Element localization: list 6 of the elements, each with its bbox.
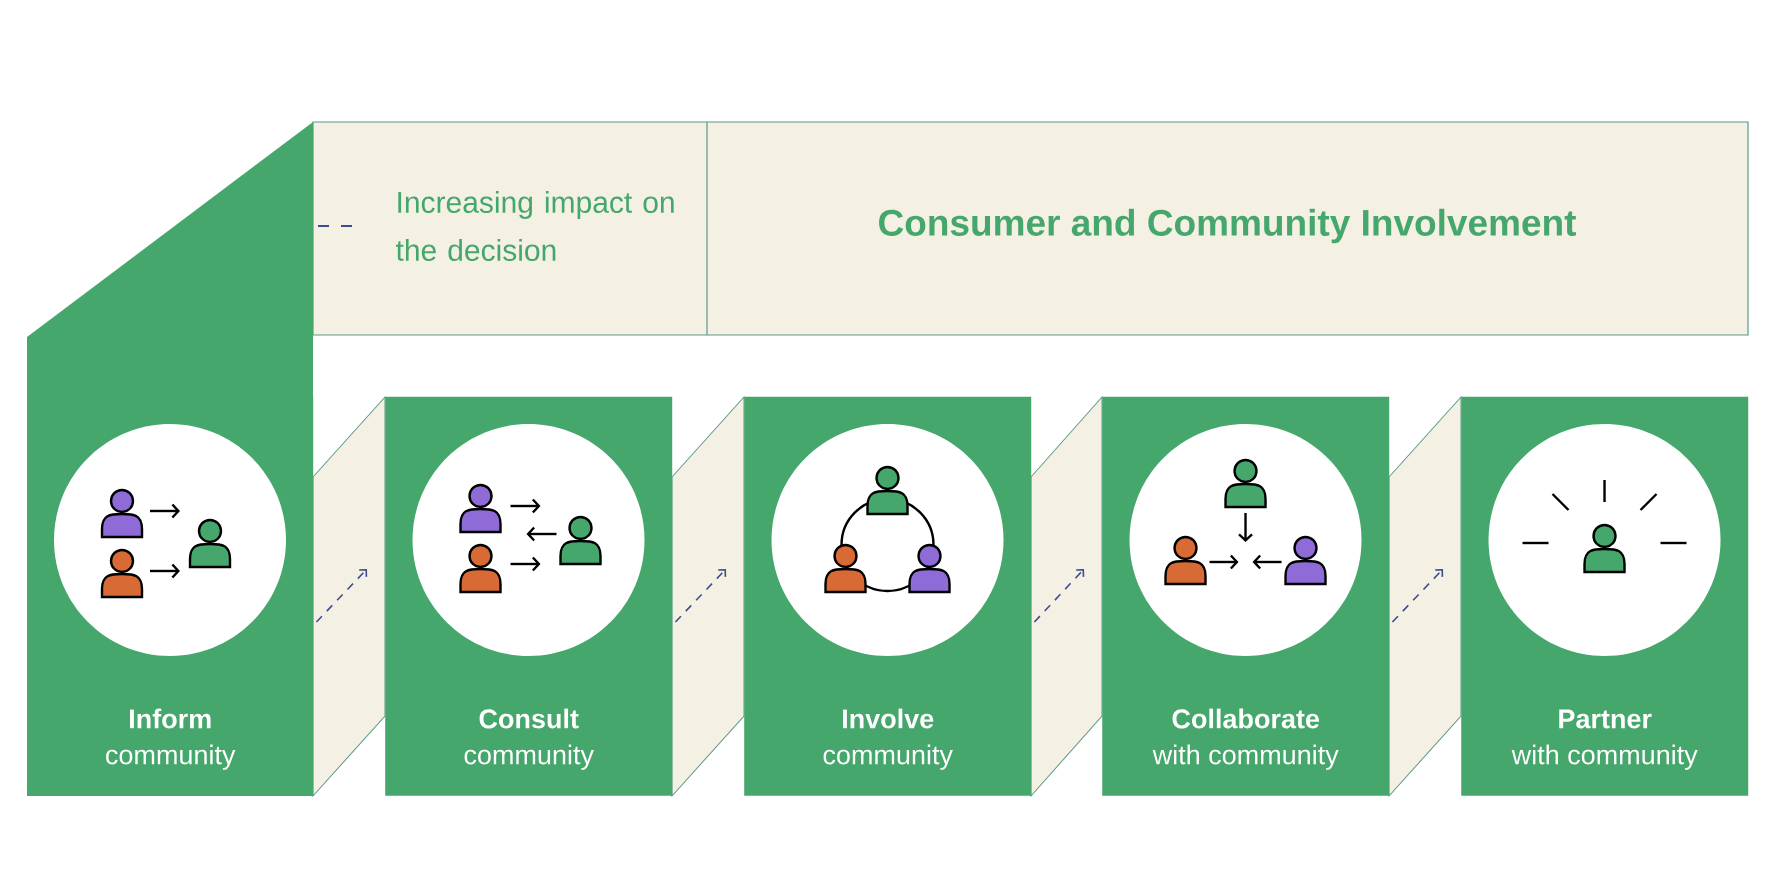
dashed-arrow xyxy=(1033,569,1085,623)
legend-text: Increasing impact on the decision xyxy=(396,191,674,261)
dashed-arrow xyxy=(315,569,368,623)
dashed-arrow xyxy=(1391,569,1444,623)
title: Consumer and Community Involvement xyxy=(879,208,1577,244)
dashed-arrow xyxy=(674,569,727,623)
